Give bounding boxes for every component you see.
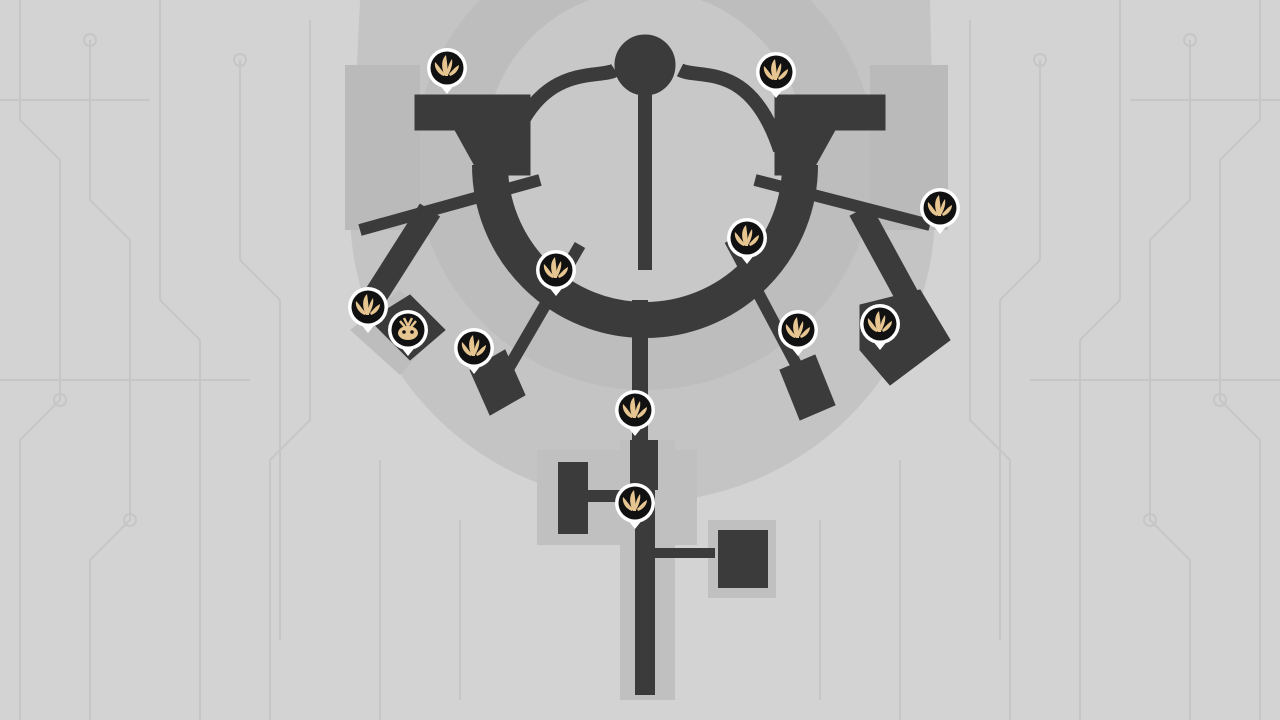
treasure-marker[interactable]	[778, 310, 818, 356]
golden-sprout-icon	[622, 397, 647, 418]
golden-sprout-icon	[763, 59, 788, 80]
treasure-marker[interactable]	[454, 328, 494, 374]
treasure-marker[interactable]	[756, 52, 796, 98]
golden-sprout-icon	[734, 225, 759, 246]
treasure-marker[interactable]	[727, 218, 767, 264]
treasure-marker[interactable]	[427, 48, 467, 94]
treasure-marker[interactable]	[348, 287, 388, 333]
golden-sprout-icon	[434, 55, 459, 76]
golden-sprout-icon	[867, 311, 892, 332]
golden-sprout-icon	[461, 335, 486, 356]
treasure-marker[interactable]	[860, 304, 900, 350]
treasure-marker[interactable]	[920, 188, 960, 234]
golden-sprout-icon	[355, 294, 380, 315]
golden-sprout-icon	[927, 195, 952, 216]
treasure-marker[interactable]	[536, 250, 576, 296]
treasure-marker[interactable]	[615, 483, 655, 529]
golden-sprout-icon	[622, 490, 647, 511]
creature-marker[interactable]	[388, 310, 428, 356]
map-markers	[348, 48, 960, 529]
creature-face-icon	[398, 317, 418, 340]
golden-sprout-icon	[543, 257, 568, 278]
golden-sprout-icon	[785, 317, 810, 338]
treasure-marker[interactable]	[615, 390, 655, 436]
